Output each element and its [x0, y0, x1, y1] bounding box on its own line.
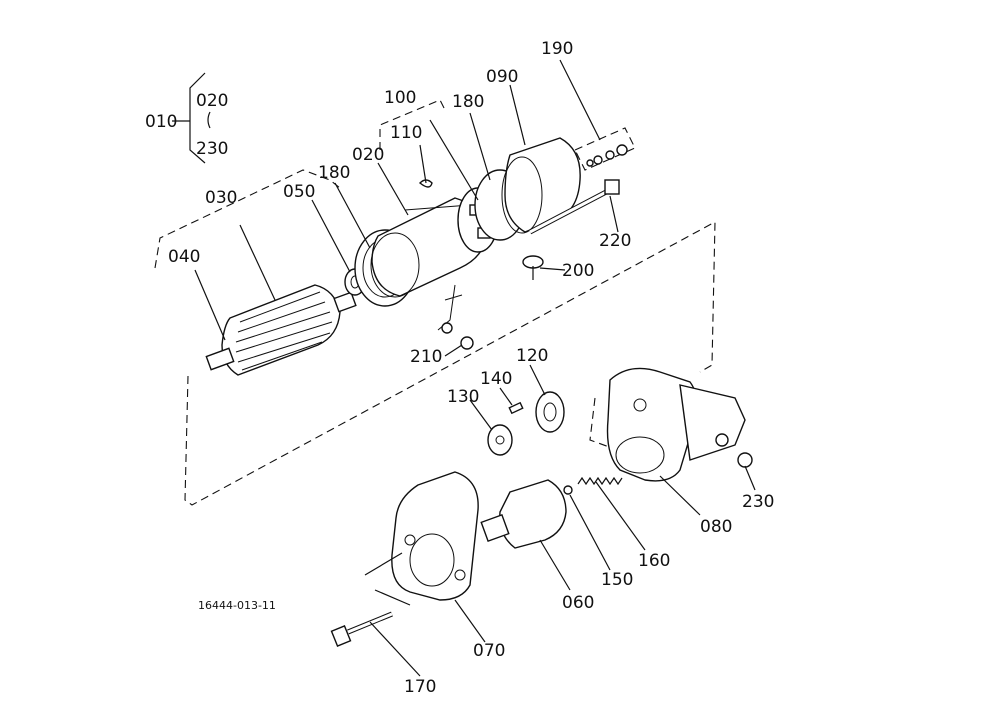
gear-120: [535, 391, 565, 433]
clutch-060: [480, 479, 567, 549]
holder-130: [487, 424, 513, 456]
label-180-left: 180: [318, 163, 350, 183]
through-bolt-220: [528, 179, 620, 235]
screw-200: [522, 255, 544, 280]
magnetic-switch-080: [606, 367, 753, 482]
bolt-170: [330, 611, 393, 647]
label-160: 160: [638, 551, 670, 571]
label-100: 100: [384, 88, 416, 108]
label-030: 030: [205, 188, 237, 208]
rear-cover-090: [501, 137, 581, 234]
drawing-code: 16444-013-11: [198, 599, 276, 612]
label-120: 120: [516, 346, 548, 366]
group-bracket-010: [172, 72, 211, 164]
frame-030: [154, 169, 341, 269]
label-180-right: 180: [452, 92, 484, 112]
ball-150: [563, 485, 573, 495]
label-140: 140: [480, 369, 512, 389]
spring-160: [577, 476, 623, 486]
frame-main: [184, 221, 716, 506]
armature: [205, 284, 357, 376]
drive-housing-070: [364, 471, 479, 606]
label-130: 130: [447, 387, 479, 407]
label-060: 060: [562, 593, 594, 613]
pin-140: [508, 401, 524, 415]
label-040: 040: [168, 247, 200, 267]
label-020-group: 020: [196, 91, 228, 111]
nut-210: [460, 336, 474, 350]
part-labels: 010 020 230 030 040 050 180 020 100 110 …: [145, 39, 774, 697]
label-200: 200: [562, 261, 594, 281]
label-050: 050: [283, 182, 315, 202]
label-070: 070: [473, 641, 505, 661]
label-080: 080: [700, 517, 732, 537]
label-230: 230: [742, 492, 774, 512]
frame-100: [379, 99, 446, 150]
label-150: 150: [601, 570, 633, 590]
leader-lines: [194, 59, 756, 677]
frame-gear: [589, 397, 613, 449]
label-010: 010: [145, 112, 177, 132]
label-020: 020: [352, 145, 384, 165]
label-110: 110: [390, 123, 422, 143]
label-190: 190: [541, 39, 573, 59]
label-220: 220: [599, 231, 631, 251]
label-230-group: 230: [196, 139, 228, 159]
label-210: 210: [410, 347, 442, 367]
label-170: 170: [404, 677, 436, 697]
small-parts-190: [586, 144, 628, 167]
label-090: 090: [486, 67, 518, 87]
